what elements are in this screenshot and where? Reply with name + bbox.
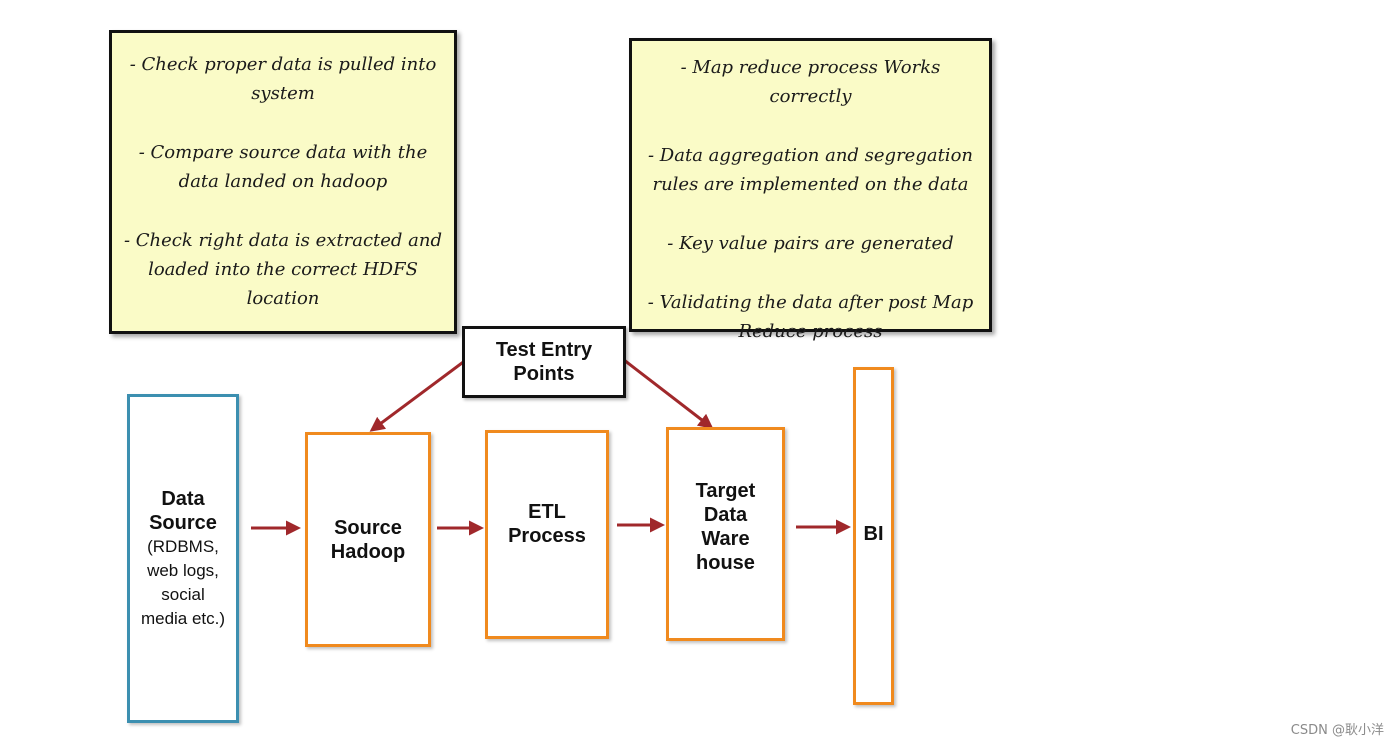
arrow-entry-to-dw (623, 358, 714, 429)
source-hadoop-label: Hadoop (330, 540, 406, 563)
left-note-item: - Compare source data with the data land… (138, 142, 428, 192)
data-source-detail: media etc.) (140, 608, 226, 628)
bi-label: BI (863, 523, 884, 545)
etl-process-label: ETL (528, 500, 566, 523)
etl-process-box: ETL Process (485, 430, 609, 639)
entry-line: Points (513, 363, 575, 385)
left-note-item: - Check proper data is pulled into syste… (129, 54, 437, 104)
right-note-item: - Map reduce process Works correctly (680, 57, 941, 107)
target-dw-label: house (696, 552, 755, 574)
right-note-item: - Data aggregation and segregation rules… (648, 145, 973, 195)
bi-box: BI (853, 367, 894, 705)
right-note-item: - Key value pairs are generated (667, 233, 954, 254)
source-hadoop-label: Source (334, 516, 402, 539)
entry-line: Test Entry (495, 339, 593, 361)
source-hadoop-box: Source Hadoop (305, 432, 431, 647)
data-source-detail: social (161, 584, 205, 604)
target-data-warehouse-box: Target Data Ware house (666, 427, 785, 641)
data-source-title: Data (161, 487, 205, 510)
target-dw-label: Target (695, 480, 756, 502)
target-dw-label: Ware (701, 528, 750, 550)
arrow-entry-to-hadoop (369, 358, 467, 432)
data-source-title: Source (149, 511, 217, 534)
right-note: - Map reduce process Works correctly - D… (629, 38, 992, 342)
data-source-detail: (RDBMS, (147, 536, 219, 556)
data-source-detail: web logs, (147, 560, 219, 580)
left-note: - Check proper data is pulled into syste… (109, 30, 457, 334)
target-dw-label: Data (703, 504, 748, 526)
test-entry-points-box: Test Entry Points (462, 326, 626, 398)
left-note-item: - Check right data is extracted and load… (123, 230, 443, 309)
right-note-item: - Validating the data after post Map Red… (647, 292, 974, 342)
data-source-box: Data Source (RDBMS, web logs, social med… (127, 394, 239, 723)
etl-process-label: Process (508, 524, 586, 547)
watermark: CSDN @耿小洋 (1290, 723, 1384, 738)
